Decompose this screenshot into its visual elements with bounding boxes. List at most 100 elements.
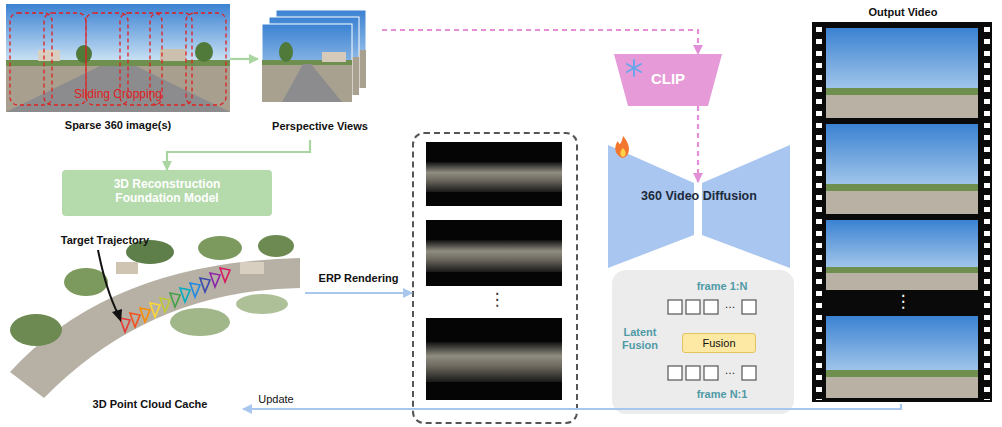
outline-shape bbox=[608, 145, 694, 268]
frame-ground bbox=[826, 94, 978, 118]
pointer-line bbox=[98, 250, 118, 314]
perspective-views: Perspective Views bbox=[258, 8, 382, 140]
views-label: Perspective Views bbox=[258, 120, 382, 133]
perspective-view bbox=[262, 24, 352, 102]
camera-trajectory bbox=[120, 268, 230, 332]
frame-band bbox=[426, 342, 562, 382]
road bbox=[6, 66, 230, 112]
camera-frustum bbox=[210, 273, 220, 287]
erp-frame bbox=[426, 220, 562, 286]
frame-band bbox=[426, 162, 562, 192]
connector-arrow bbox=[382, 30, 698, 54]
crop-window bbox=[186, 13, 226, 105]
film-frame bbox=[826, 220, 978, 290]
ellipsis-mark: … bbox=[718, 364, 742, 377]
model-name: CLIP bbox=[614, 70, 722, 87]
connector-arrow bbox=[305, 292, 412, 294]
camera-frustum bbox=[180, 288, 190, 302]
camera-frustum bbox=[190, 283, 200, 297]
input-label: Sparse 360 image(s) bbox=[6, 119, 230, 132]
frame-order: frame N:1 bbox=[662, 388, 782, 401]
sprocket-holes bbox=[816, 24, 822, 400]
frame-lawn bbox=[826, 370, 978, 377]
camera-frustum bbox=[160, 298, 170, 312]
frame-bg bbox=[426, 142, 562, 206]
diffusion-model: 360 Video Diffusion bbox=[608, 128, 790, 270]
point-cloud-cache: Target Trajectory 3D Point Cloud Cache bbox=[5, 232, 305, 414]
box-title: 3D Reconstruction Foundation Model bbox=[87, 178, 247, 206]
pointer-head bbox=[112, 309, 122, 322]
frame-ground bbox=[826, 190, 978, 214]
frame-ground bbox=[826, 272, 978, 290]
house bbox=[322, 52, 346, 62]
point-cloud bbox=[10, 235, 300, 398]
outline-shape bbox=[614, 54, 722, 106]
panorama-input: Sliding CroppingSparse 360 image(s) bbox=[6, 4, 230, 138]
tree bbox=[279, 42, 293, 62]
cloud-tree bbox=[258, 235, 294, 257]
view-ground bbox=[269, 57, 359, 95]
ellipsis-mark: … bbox=[718, 298, 742, 311]
view-ground bbox=[262, 62, 352, 102]
frame-lawn bbox=[826, 184, 978, 191]
crop-window bbox=[10, 13, 52, 105]
frame-band bbox=[426, 240, 562, 272]
film-strip bbox=[812, 22, 992, 402]
panel-title: Latent Fusion bbox=[614, 326, 666, 351]
perspective-view bbox=[269, 17, 359, 95]
trajectory-label: Target Trajectory bbox=[45, 234, 165, 247]
cloud-road bbox=[10, 258, 300, 398]
view-lawn bbox=[262, 60, 352, 65]
sprocket-holes bbox=[984, 24, 990, 400]
model-name: 360 Video Diffusion bbox=[608, 189, 790, 203]
connector-arrow bbox=[167, 140, 310, 170]
lawn bbox=[6, 60, 230, 66]
house bbox=[160, 49, 186, 61]
edge-label: ERP Rendering bbox=[305, 272, 412, 285]
view-ground bbox=[276, 50, 366, 88]
output-label: Output Video bbox=[808, 6, 998, 19]
fusion-block: Fusion bbox=[682, 333, 756, 353]
encoder-trapezoid: CLIP bbox=[614, 54, 722, 106]
cache-label: 3D Point Cloud Cache bbox=[50, 398, 250, 411]
cloud-tree bbox=[198, 236, 242, 260]
render-group: ⋮ bbox=[412, 132, 578, 424]
outline-shape bbox=[702, 145, 790, 268]
cloud-lawn bbox=[170, 308, 230, 336]
camera-frustum bbox=[170, 293, 180, 307]
frame-ground bbox=[826, 376, 978, 398]
tree bbox=[195, 42, 213, 62]
crop-windows bbox=[10, 13, 226, 105]
connector-arrow bbox=[230, 58, 258, 60]
camera-frustum bbox=[140, 308, 150, 322]
camera-frustum bbox=[130, 313, 140, 327]
fusion-panel: Latent Fusion frame 1:N … … frame N:1 Fusion bbox=[612, 270, 794, 414]
ground bbox=[6, 62, 230, 112]
connector-arrow bbox=[243, 404, 901, 409]
block-label: Fusion bbox=[683, 337, 755, 350]
output-video: Output Video ⋮ bbox=[808, 4, 998, 404]
frame-lawn bbox=[826, 267, 978, 273]
cloud-lawn bbox=[236, 294, 288, 314]
view-sky bbox=[262, 24, 352, 102]
process-box: 3D Reconstruction Foundation Model bbox=[62, 170, 272, 216]
film-bg bbox=[812, 22, 992, 402]
erp-frame bbox=[426, 142, 562, 206]
house bbox=[38, 50, 60, 61]
cloud-house bbox=[116, 262, 138, 274]
ellipsis-mark: ⋮ bbox=[808, 292, 998, 312]
tree bbox=[76, 45, 92, 63]
camera-frustum bbox=[120, 318, 130, 332]
view-road bbox=[282, 64, 342, 102]
film-frame bbox=[826, 28, 978, 118]
sky bbox=[6, 4, 230, 64]
frame-bg bbox=[426, 318, 562, 400]
cloud-house bbox=[240, 262, 264, 274]
frame-lawn bbox=[826, 88, 978, 95]
view-sky bbox=[276, 10, 366, 88]
frame-order: frame 1:N bbox=[662, 280, 782, 293]
ellipsis-mark: ⋮ bbox=[414, 290, 580, 310]
film-frame bbox=[826, 124, 978, 214]
view-sky bbox=[269, 17, 359, 95]
